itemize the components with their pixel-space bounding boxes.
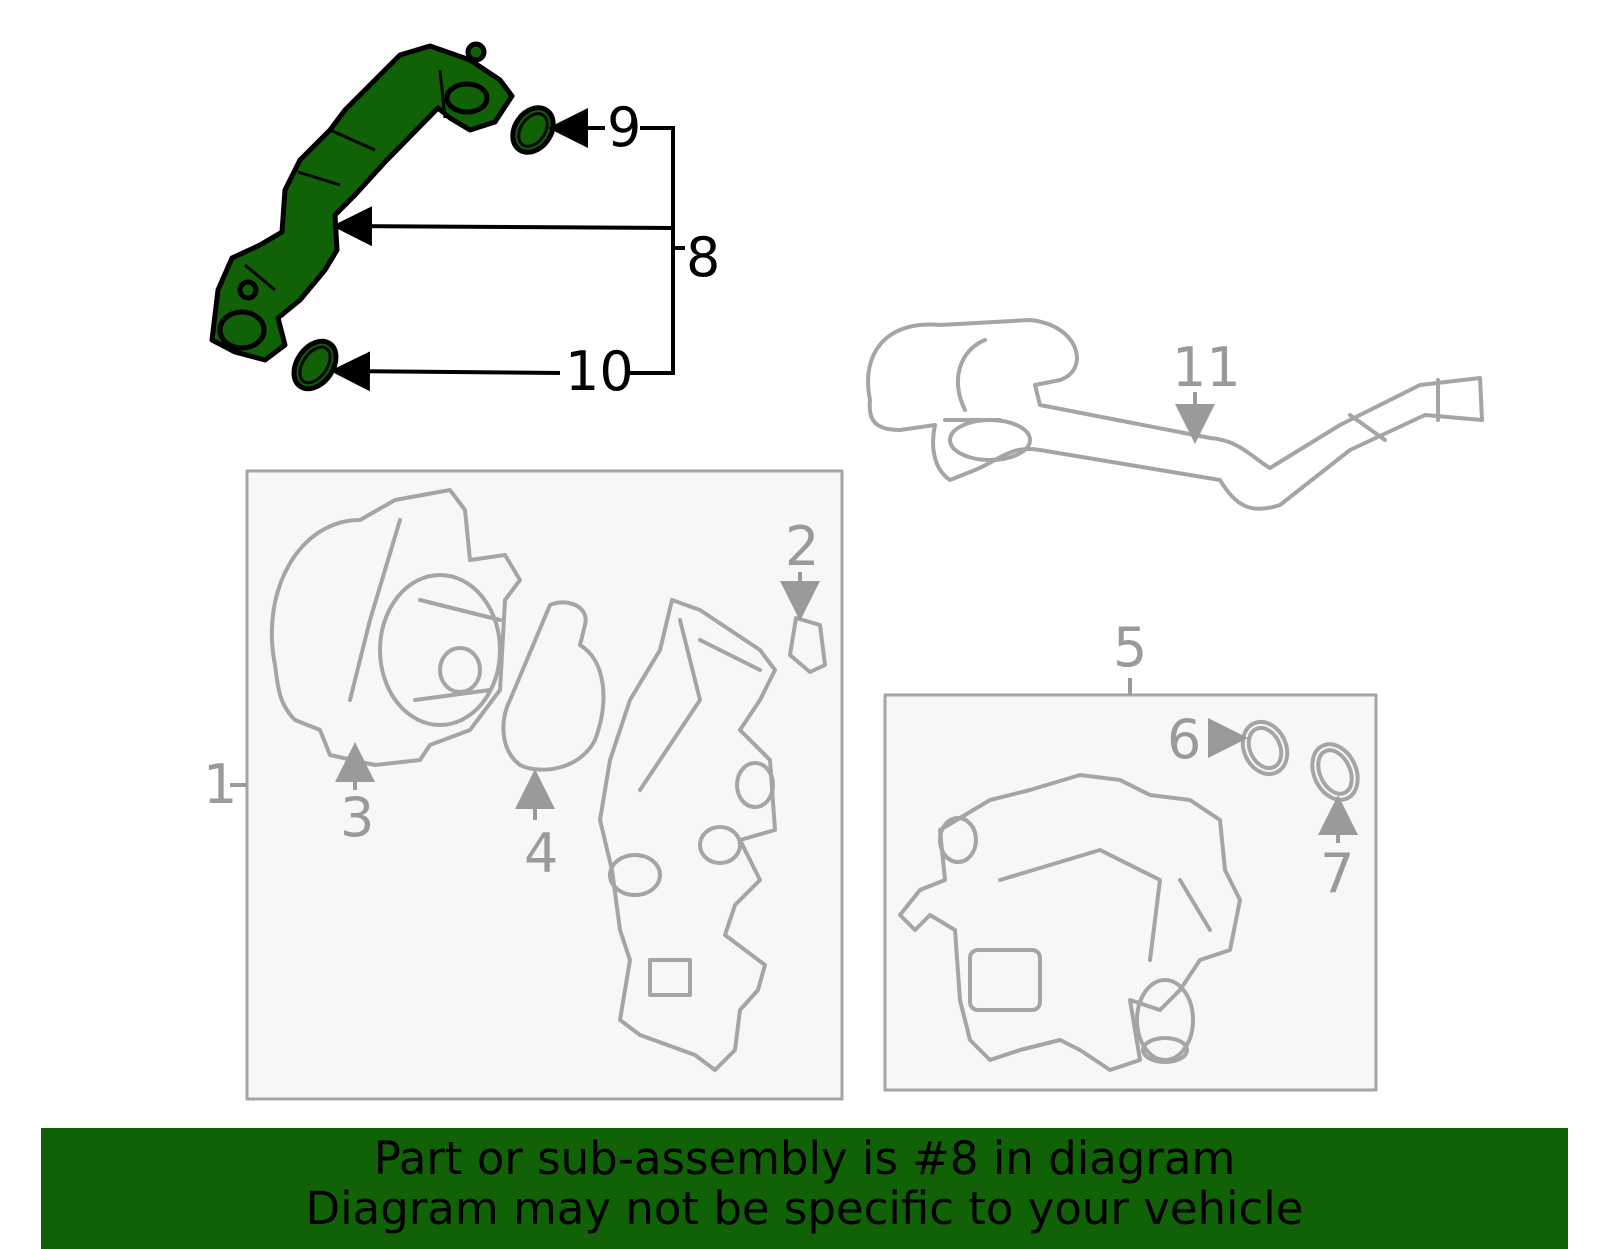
callout-9: 9 xyxy=(607,96,641,159)
callout-leaders-8 xyxy=(330,108,685,392)
callout-5: 5 xyxy=(1113,616,1147,679)
assembly-5-box xyxy=(883,693,1378,1092)
part-8-coolant-pipe[interactable] xyxy=(209,41,515,363)
callout-11: 11 xyxy=(1172,336,1241,399)
thermostat-housing xyxy=(898,773,1242,1072)
callout-10: 10 xyxy=(565,340,634,403)
part-10-seal[interactable] xyxy=(285,333,344,396)
callout-6: 6 xyxy=(1167,708,1201,771)
banner-line-1: Part or sub-assembly is #8 in diagram xyxy=(373,1132,1236,1185)
callout-2: 2 xyxy=(785,515,819,578)
timing-cover xyxy=(598,598,777,1072)
part-4-gasket[interactable] xyxy=(501,600,606,772)
assembly-1-box xyxy=(245,469,844,1101)
callout-8: 8 xyxy=(686,226,720,289)
callout-7: 7 xyxy=(1320,842,1354,905)
banner-line-2: Diagram may not be specific to your vehi… xyxy=(305,1182,1304,1235)
part-3-water-pump[interactable] xyxy=(269,488,522,767)
callout-1: 1 xyxy=(203,753,237,816)
part-2-seal[interactable] xyxy=(788,616,827,674)
part-9-seal[interactable] xyxy=(504,100,561,160)
info-banner: Part or sub-assembly is #8 in diagram Di… xyxy=(41,1128,1568,1249)
part-11-hose[interactable] xyxy=(866,318,1484,511)
callout-3: 3 xyxy=(340,786,374,849)
callout-4: 4 xyxy=(524,822,558,885)
